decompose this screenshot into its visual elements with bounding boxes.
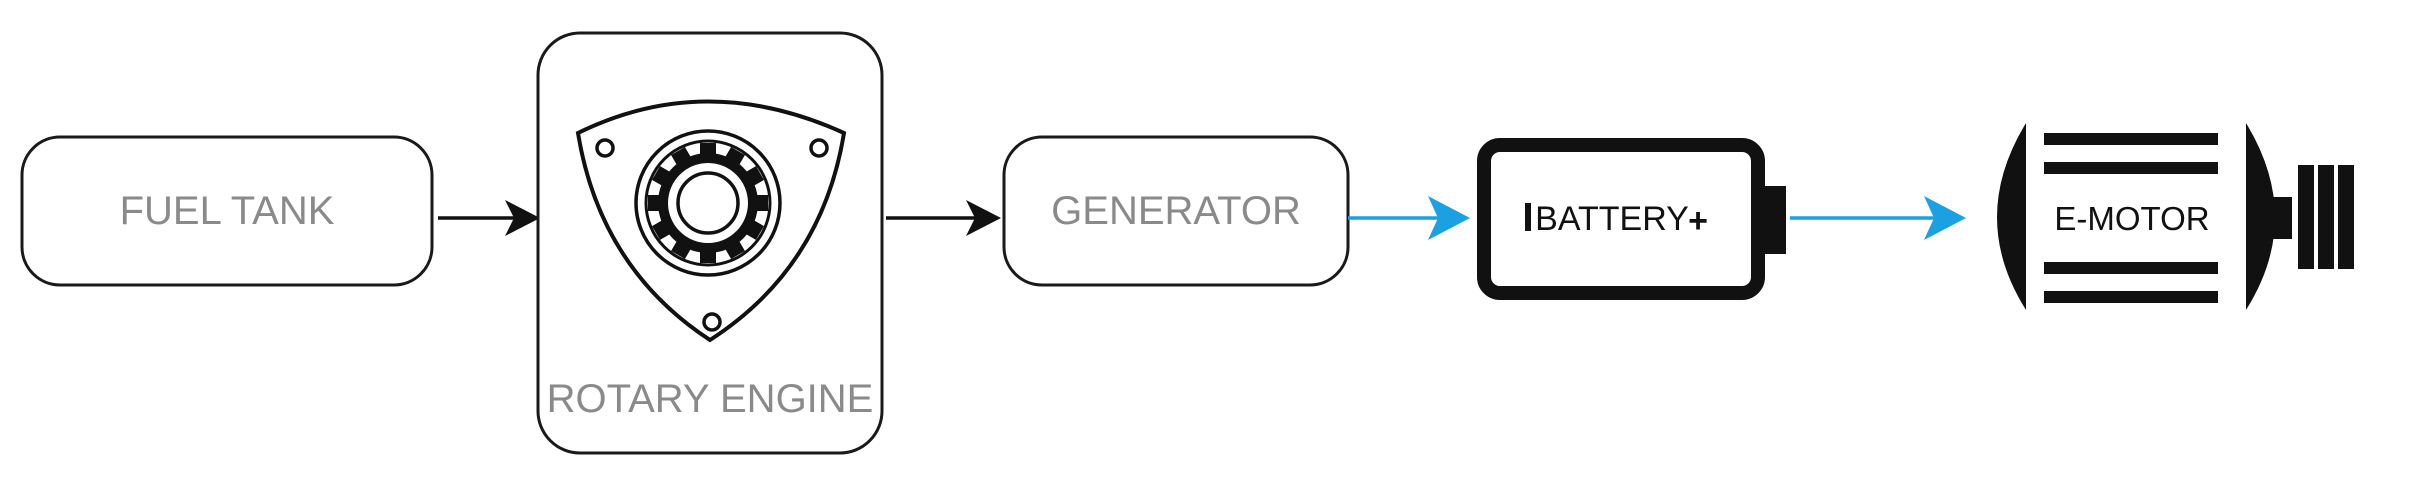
rotary-engine-node: ROTARY ENGINE [536,31,884,455]
fuel-tank-node: FUEL TANK [20,135,434,287]
fuel-tank-box [20,135,434,287]
generator-label: GENERATOR [1051,189,1301,233]
battery-icon [1477,138,1786,300]
arrow-engine-to-generator [886,200,1001,236]
e-motor-label: E-MOTOR [2054,200,2209,237]
fuel-tank-label: FUEL TANK [120,189,335,233]
rotary-engine-label: ROTARY ENGINE [547,377,874,421]
battery-label: BATTERY [1535,200,1689,238]
arrow-generator-to-battery [1348,196,1470,240]
generator-box [1002,135,1350,287]
battery-node: BATTERY + [1477,138,1786,300]
arrow-fuel-to-engine [438,200,540,236]
e-motor-node: E-MOTOR [1997,123,2354,310]
rotary-engine-icon [575,99,847,343]
battery-plus-sign: + [1688,202,1708,240]
electric-motor-icon [1997,123,2354,310]
generator-node: GENERATOR [1002,135,1350,287]
arrow-battery-to-motor [1790,196,1966,240]
